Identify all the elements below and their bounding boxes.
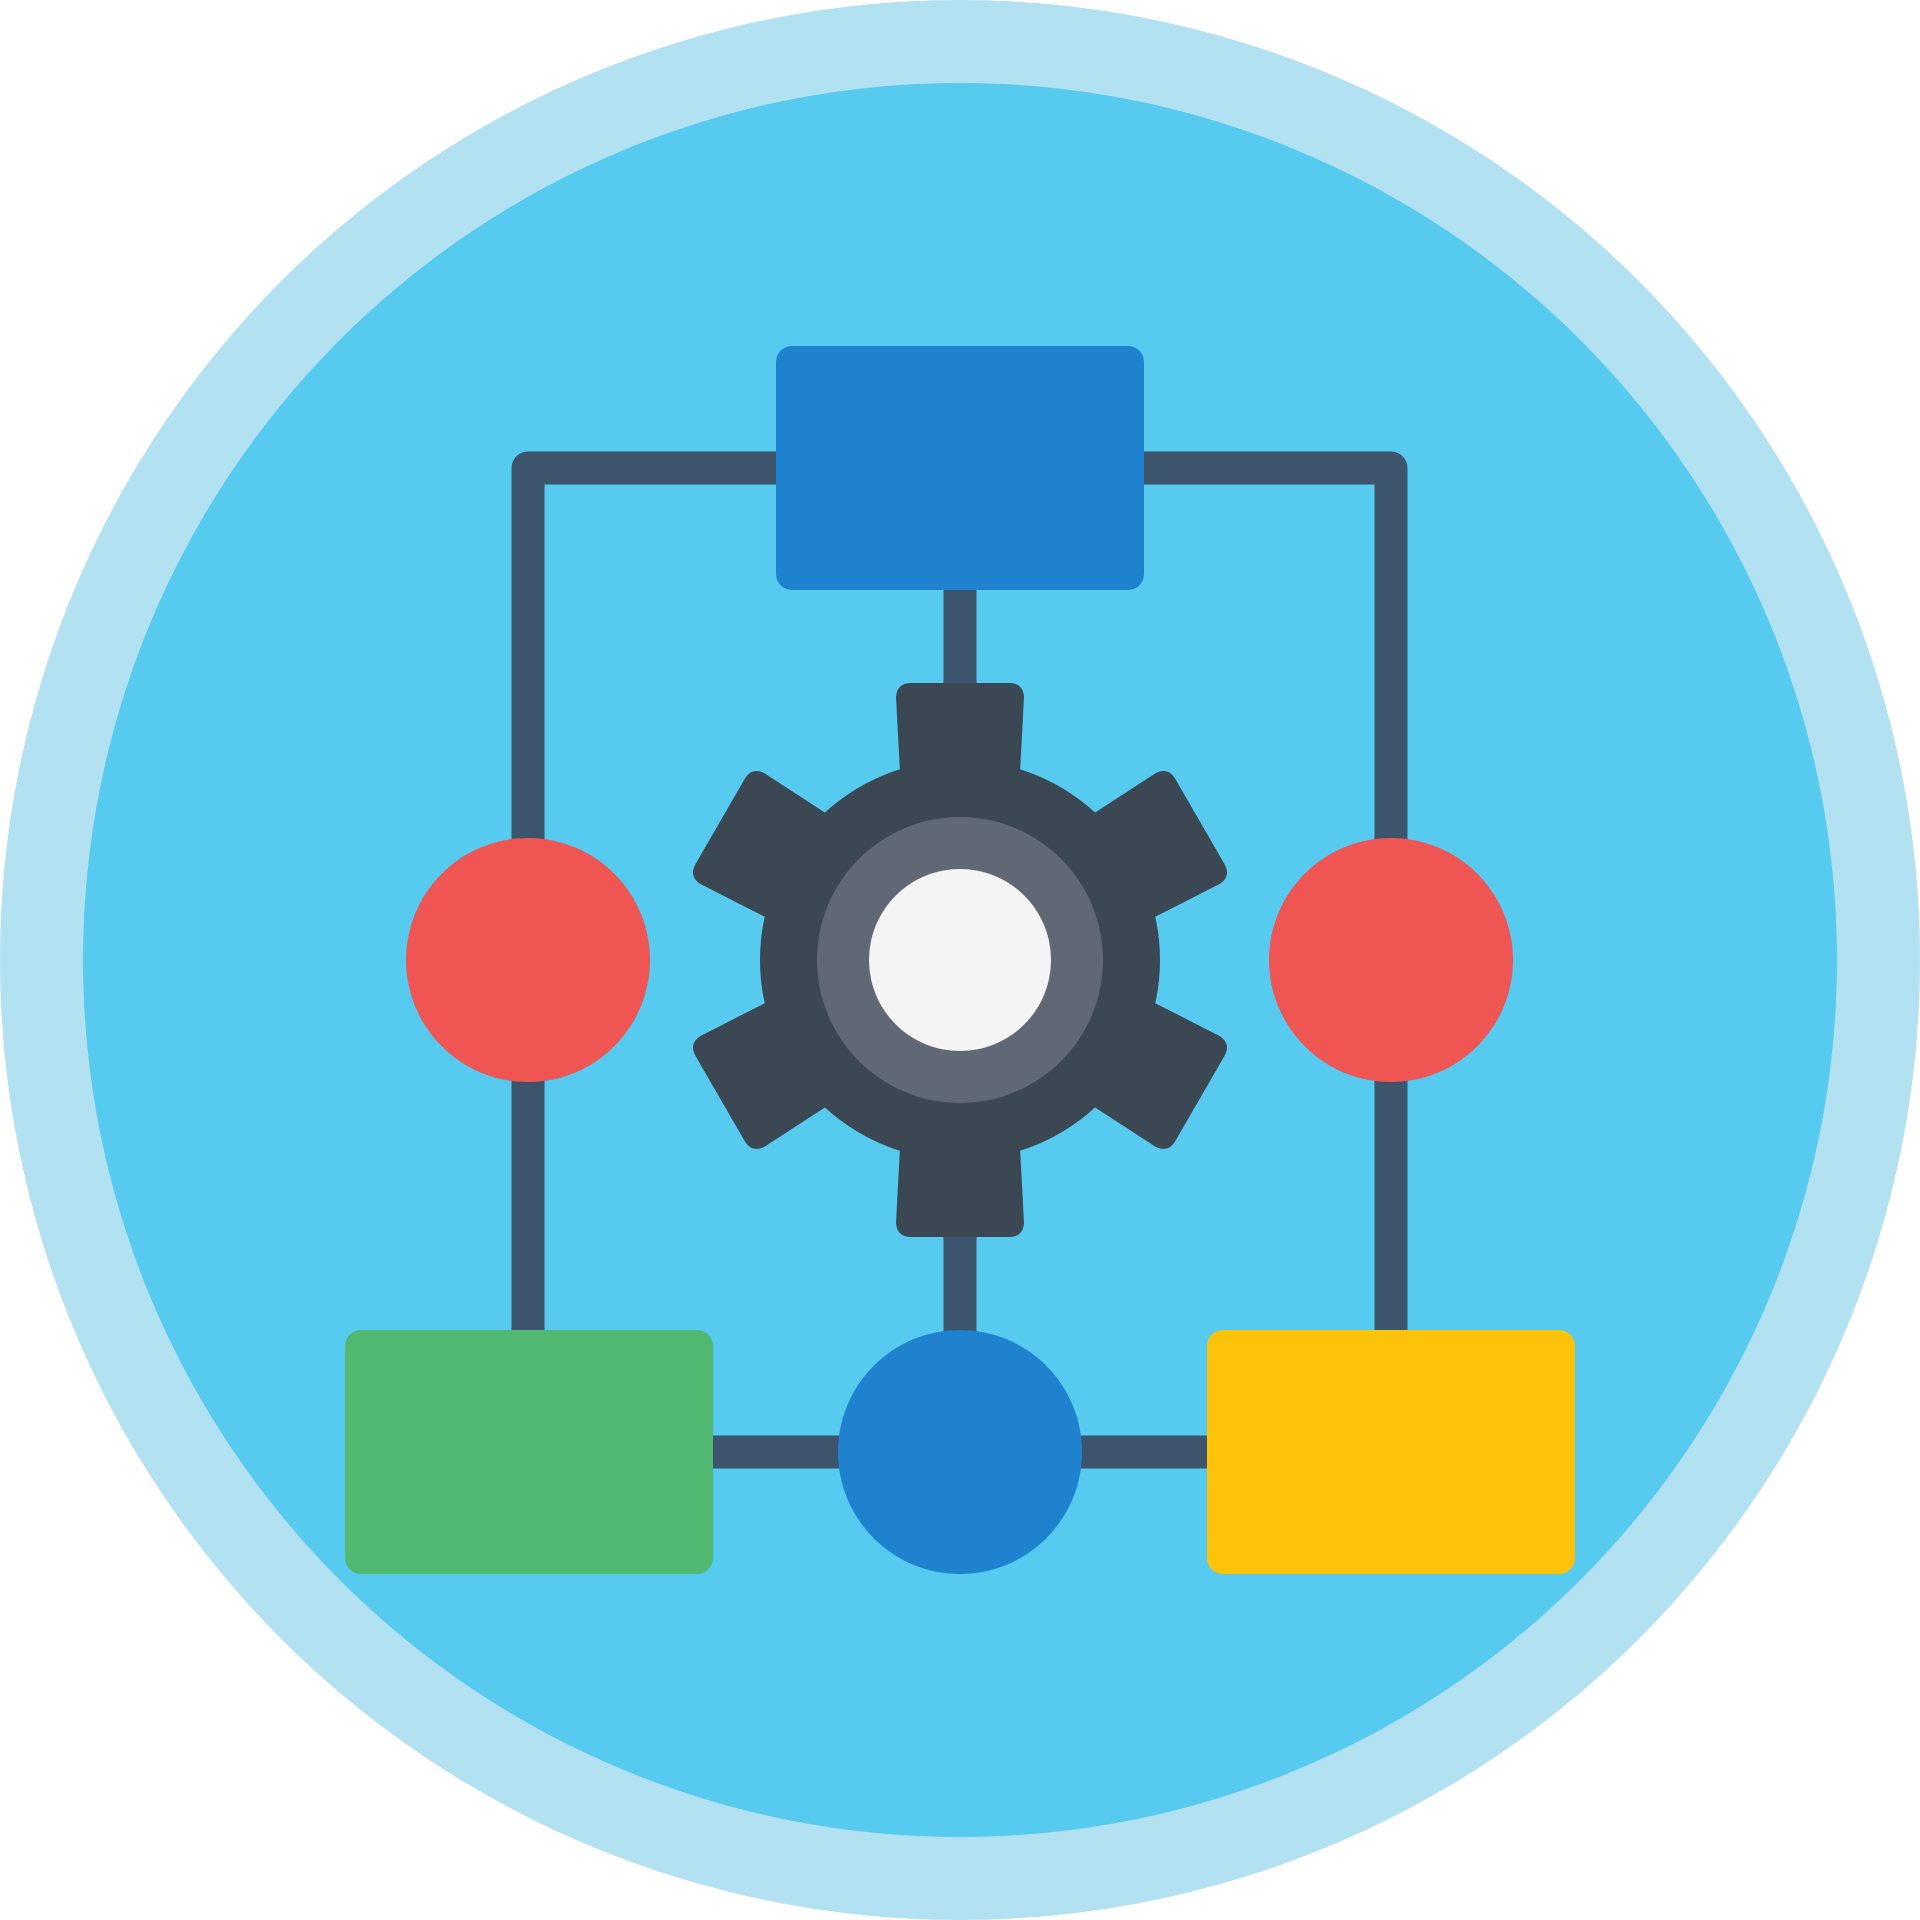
right-node-circle <box>1269 838 1513 1082</box>
gear-icon <box>692 683 1228 1237</box>
left-node-circle <box>406 838 650 1082</box>
gear-hub <box>869 869 1051 1051</box>
top-process-box <box>776 346 1144 590</box>
bottom-center-node-circle <box>838 1330 1082 1574</box>
bottom-left-process-box <box>345 1330 713 1574</box>
bottom-right-process-box <box>1207 1330 1575 1574</box>
